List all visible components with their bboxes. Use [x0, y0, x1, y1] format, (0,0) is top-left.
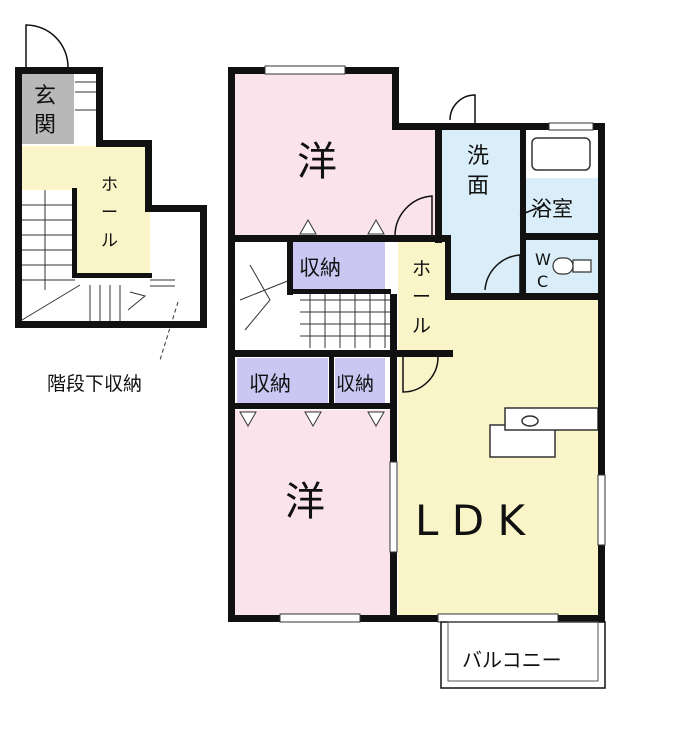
lower-floor: 玄 関 ホ ー ル 階段下収納	[15, 24, 207, 395]
storage-3-area	[335, 358, 385, 404]
entrance-door-arc	[25, 24, 69, 68]
washroom-area	[442, 130, 522, 293]
under-stairs-storage-label: 階段下収納	[47, 373, 142, 395]
western-room-top-area	[235, 74, 440, 236]
western-room-top-label: 洋	[297, 139, 337, 185]
closet-door-marks	[239, 218, 385, 428]
kitchen-counter	[489, 407, 599, 458]
upper-stairs	[239, 264, 395, 348]
balcony-rail	[447, 621, 599, 682]
storage-1-area	[293, 242, 385, 290]
western-room-bottom-area	[235, 410, 390, 615]
stairs-lower-area	[75, 276, 200, 322]
lower-hall-label-2: ー	[101, 203, 118, 223]
stair-treads	[21, 81, 179, 361]
toilet-label-1: W	[535, 250, 551, 269]
bathroom-label: 浴室	[531, 197, 573, 221]
bathroom-area	[525, 178, 598, 233]
stairs-area	[22, 190, 75, 322]
doors	[394, 94, 546, 393]
toilet-icon	[552, 257, 592, 275]
storage-3-label: 収納	[336, 373, 374, 395]
washroom-label-2: 面	[467, 174, 489, 199]
entrance-label-1: 玄	[34, 84, 56, 109]
bathtub	[531, 137, 591, 171]
storage-2-label: 収納	[249, 372, 291, 396]
western-room-bottom-label: 洋	[285, 479, 325, 525]
upper-hall-label-2: ー	[412, 286, 431, 308]
washroom-label-1: 洗	[467, 144, 489, 169]
lower-hall-label-3: ル	[101, 231, 118, 251]
entrance-label-2: 関	[34, 113, 56, 138]
toilet-label-2: C	[537, 272, 548, 291]
upper-hall-label-3: ル	[412, 315, 431, 337]
lower-walls	[15, 67, 207, 328]
windows	[264, 65, 606, 623]
upper-hall-label-1: ホ	[412, 258, 431, 280]
storage-area	[150, 210, 200, 276]
balcony-area	[440, 621, 606, 689]
ldk-label: L D K	[415, 496, 526, 545]
storage-2-area	[237, 358, 328, 404]
lower-hall-label-1: ホ	[101, 175, 118, 195]
balcony-label: バルコニー	[462, 648, 562, 672]
entrance-area	[22, 74, 74, 144]
upper-floor: 洋 洋 収納 収納 収納 ホ ー ル 洗 面 浴室 W C L D K バルコニ…	[228, 65, 606, 689]
storage-1-label: 収納	[299, 256, 341, 280]
